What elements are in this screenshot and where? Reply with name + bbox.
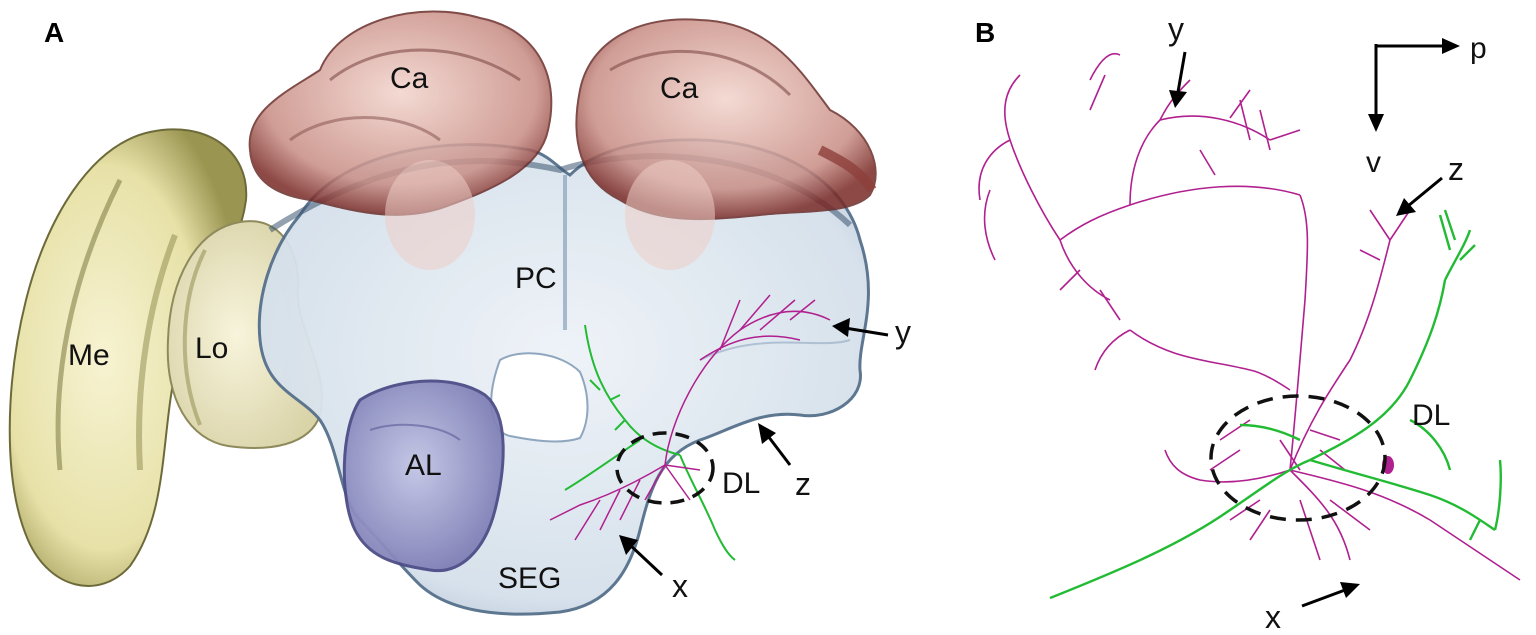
label-lo: Lo xyxy=(195,332,228,365)
dl-dashed-circle-a xyxy=(615,431,715,505)
label-dl-b: DL xyxy=(1412,399,1450,432)
neuron-magenta-b xyxy=(978,53,1521,581)
arrow-z-b xyxy=(1396,176,1443,216)
arrow-y-a xyxy=(832,318,889,337)
label-seg: SEG xyxy=(498,562,561,595)
orientation-axes xyxy=(1368,38,1460,132)
label-me: Me xyxy=(68,339,110,372)
antennal-lobe-shape xyxy=(342,379,505,573)
dl-dashed-circle-b xyxy=(1209,394,1387,522)
neuron-magenta-a xyxy=(549,294,831,541)
medulla-shape xyxy=(8,128,248,587)
calyx-right-shape xyxy=(575,18,877,270)
marker-x-b: x xyxy=(1265,599,1281,635)
label-al: AL xyxy=(405,449,442,482)
axis-v: v xyxy=(1366,146,1381,179)
arrow-x-a xyxy=(619,535,664,577)
label-dl-a: DL xyxy=(722,467,760,500)
neuron-green-b xyxy=(1049,209,1502,600)
label-ca-left: Ca xyxy=(390,62,429,95)
marker-z-b: z xyxy=(1448,151,1464,187)
marker-y-a: y xyxy=(895,314,911,350)
arrow-z-a xyxy=(758,423,792,466)
panel-b-letter: B xyxy=(975,17,995,48)
marker-y-b: y xyxy=(1168,11,1184,47)
marker-x-a: x xyxy=(672,568,688,604)
axis-p: p xyxy=(1470,32,1487,65)
arrow-x-b xyxy=(1301,582,1360,608)
marker-z-a: z xyxy=(795,466,811,502)
panel-b: B p v xyxy=(975,11,1521,635)
panel-a: A xyxy=(8,10,911,616)
panel-a-letter: A xyxy=(44,17,64,48)
label-pc: PC xyxy=(515,262,557,295)
label-ca-right: Ca xyxy=(660,72,699,105)
neuron-green-a xyxy=(564,324,736,561)
calyx-left-shape xyxy=(248,10,553,270)
arrow-y-b xyxy=(1169,51,1187,108)
